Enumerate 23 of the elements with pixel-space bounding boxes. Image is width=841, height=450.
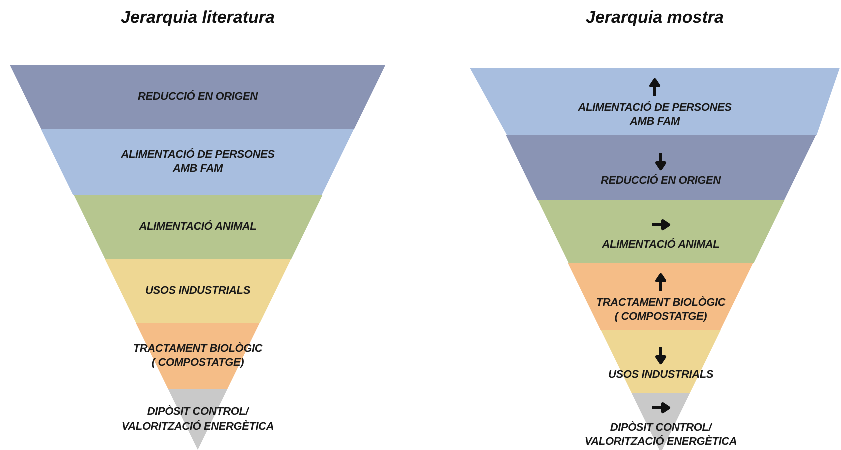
pyramid-band [41,129,355,195]
pyramid-heading: Jerarquia literatura [120,8,276,28]
band-label: ALIMENTACIÓ ANIMAL [601,238,721,252]
band-label: REDUCCIÓ EN ORIGEN [600,174,722,188]
pyramid-band [506,135,816,202]
pyramid-band [600,330,722,395]
band-label: DIPÒSIT CONTROL/ VALORITZACIÓ ENERGÈTICA [120,405,276,434]
pyramid-band [10,65,386,129]
band-label: DIPÒSIT CONTROL/ VALORITZACIÓ ENERGÈTICA [584,420,738,450]
band-label: ALIMENTACIÓ ANIMAL [138,220,258,234]
pyramid-band [74,195,322,259]
pyramid-heading: Jerarquia mostra [585,8,725,28]
band-label: REDUCCIÓ EN ORIGEN [137,90,260,104]
band-label: ALIMENTACIÓ DE PERSONES AMB FAM [120,148,276,176]
band-label: TRACTAMENT BIOLÒGIC ( COMPOSTATGE) [595,296,727,324]
pyramid-band [568,263,754,332]
band-label: USOS INDUSTRIALS [608,368,714,382]
band-label: ALIMENTACIÓ DE PERSONES AMB FAM [577,100,733,130]
band-label: TRACTAMENT BIOLÒGIC ( COMPOSTATGE) [132,342,264,370]
pyramid-band [538,200,784,265]
band-label: USOS INDUSTRIALS [144,284,252,298]
pyramid-band [470,68,840,137]
pyramid-band [104,259,292,323]
